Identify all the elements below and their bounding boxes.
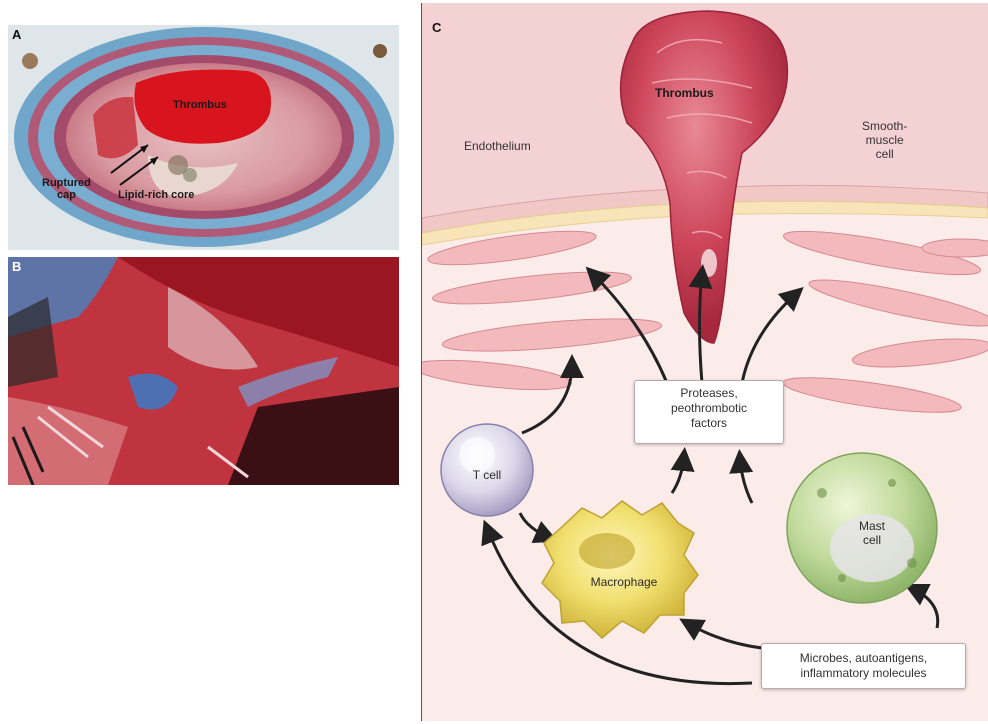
macrophage-label: Macrophage	[574, 575, 674, 589]
proteases-box: Proteases, peothrombotic factors	[634, 380, 784, 444]
plaque-rupture-diagram	[422, 3, 988, 721]
smooth-muscle-cell-label: Smooth- muscle cell	[862, 119, 907, 161]
panel-c-letter: C	[432, 20, 441, 35]
panel-b-histology-image: B	[8, 257, 399, 485]
t-cell-label: T cell	[466, 468, 508, 482]
thrombus-label-a: Thrombus	[173, 99, 227, 111]
panel-a-letter: A	[12, 27, 21, 42]
panel-c-illustration: C Thrombus Endothelium Smooth- muscle ce…	[421, 3, 988, 721]
panel-a-histology-image: A Thrombus Ruptured cap Lipid-rich core	[8, 25, 399, 250]
artery-cross-section-image	[8, 25, 399, 250]
lipid-rich-core-label: Lipid-rich core	[118, 189, 194, 201]
ruptured-cap-label: Ruptured cap	[42, 177, 91, 201]
mast-cell-label: Mast cell	[847, 519, 897, 547]
endothelium-label: Endothelium	[464, 139, 531, 153]
panel-b-letter: B	[12, 259, 21, 274]
thrombus-label-c: Thrombus	[655, 87, 714, 99]
microbes-box: Microbes, autoantigens, inflammatory mol…	[761, 643, 966, 689]
magnified-plaque-image	[8, 257, 399, 485]
